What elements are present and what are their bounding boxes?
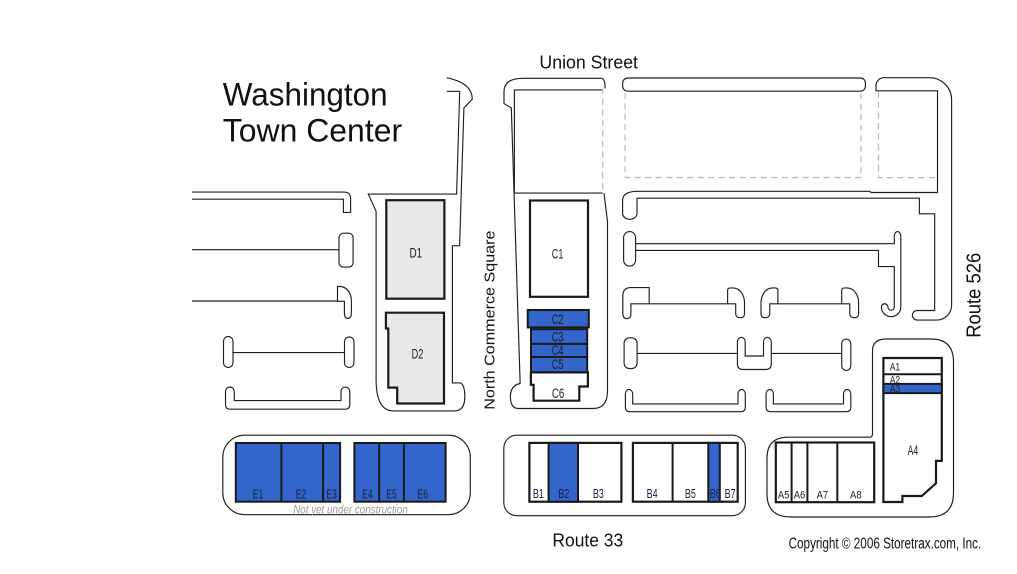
svg-text:B7: B7 [725,487,736,501]
svg-text:C6: C6 [552,386,564,401]
svg-text:E1: E1 [253,488,264,502]
svg-text:E5: E5 [386,488,397,502]
svg-text:A3: A3 [890,383,901,395]
svg-text:C2: C2 [552,312,564,327]
svg-text:Town Center: Town Center [223,112,402,148]
svg-text:Washington: Washington [223,76,388,112]
svg-text:E4: E4 [362,488,373,502]
svg-text:B6: B6 [710,487,721,501]
svg-text:Route 33: Route 33 [552,530,623,551]
svg-text:A2: A2 [890,374,901,386]
svg-text:C5: C5 [552,357,564,372]
svg-text:B4: B4 [647,487,658,501]
svg-text:E2: E2 [296,488,307,502]
svg-text:Not yet under construction: Not yet under construction [293,503,408,517]
svg-text:B3: B3 [593,487,604,501]
svg-text:A7: A7 [817,490,829,502]
svg-text:North Commerce Square: North Commerce Square [481,230,498,409]
svg-text:B1: B1 [533,487,544,501]
svg-text:A8: A8 [850,490,862,502]
svg-text:A6: A6 [794,490,806,502]
svg-text:D1: D1 [410,245,423,260]
svg-text:B2: B2 [558,487,569,501]
svg-text:Union Street: Union Street [539,52,638,73]
svg-text:Copyright © 2006 Storetrax.com: Copyright © 2006 Storetrax.com, Inc. [789,536,982,553]
svg-text:A5: A5 [778,490,790,502]
svg-text:C3: C3 [552,329,564,344]
svg-text:B5: B5 [685,487,696,501]
svg-text:A4: A4 [908,443,919,458]
svg-text:D2: D2 [412,347,424,362]
svg-text:C4: C4 [552,343,564,358]
svg-text:C1: C1 [552,246,564,261]
svg-text:A1: A1 [890,361,901,373]
svg-text:Route 526: Route 526 [964,253,986,338]
svg-text:E3: E3 [326,488,337,502]
svg-text:E6: E6 [418,488,429,502]
